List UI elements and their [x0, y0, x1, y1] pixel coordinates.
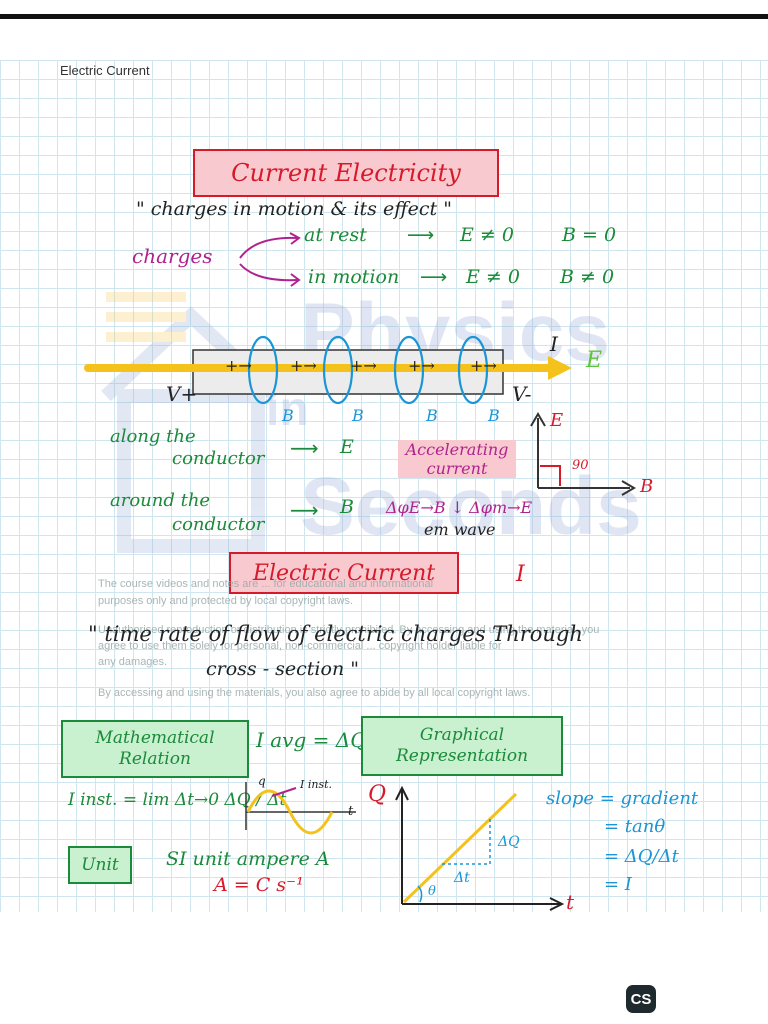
around-line1: around the	[110, 490, 211, 511]
mini-t-label: t	[348, 804, 354, 819]
b-label-1: B	[282, 406, 294, 425]
charge-3: +→	[350, 356, 377, 375]
disclaimer-line3: Unauthorised reproduction or distributio…	[98, 624, 600, 636]
unit-equation: A = C s⁻¹	[214, 874, 304, 896]
along-line1: along the	[110, 426, 196, 447]
slope-line-3: = ΔQ/Δt	[604, 846, 679, 867]
field-E-label: E	[586, 348, 603, 373]
in-motion-label: in motion	[308, 266, 400, 288]
b-label-3: B	[426, 406, 438, 425]
graph-t-label: t	[566, 890, 575, 912]
slope-line-1: slope = gradient	[546, 788, 699, 809]
disclaimer-line4: agree to use them solely for personal, n…	[98, 640, 502, 652]
camscanner-badge-icon: CS	[626, 985, 656, 1013]
graph-dQ-label: ΔQ	[498, 834, 520, 850]
section-title-electric-current: Electric Current	[229, 552, 459, 594]
q-vs-t-graph	[395, 785, 565, 911]
slope-line-2: = tanθ	[604, 816, 666, 837]
page-label: Electric Current	[60, 63, 150, 78]
in-motion-B: B ≠ 0	[560, 266, 615, 288]
math-relation-box: Mathematical Relation	[61, 720, 249, 778]
graph-theta-label: θ	[428, 884, 436, 899]
disclaimer-line6: By accessing and using the materials, yo…	[98, 687, 531, 699]
disclaimer-line2: purposes only and protected by local cop…	[98, 595, 353, 607]
subtitle-quote: " charges in motion & its effect "	[136, 198, 452, 220]
charge-2: +→	[290, 356, 317, 375]
current-I-label: I	[550, 332, 558, 356]
q-t-line	[402, 792, 518, 904]
current-symbol: I	[516, 562, 525, 587]
axis-B-label: B	[640, 476, 654, 497]
charge-4: +→	[408, 356, 435, 375]
around-B: B	[340, 496, 354, 518]
section-title-current-electricity: Current Electricity	[193, 149, 499, 197]
at-rest-arrow-icon: ⟶	[407, 224, 435, 246]
in-motion-E: E ≠ 0	[466, 266, 520, 288]
at-rest-label: at rest	[304, 224, 367, 246]
charges-label: charges	[132, 244, 213, 268]
definition-line1: " time rate of flow of electric charges …	[88, 622, 583, 646]
along-arrow-icon: ⟶	[290, 436, 319, 460]
axis-E-label: E	[550, 410, 564, 431]
disclaimer-line1: The course videos and notes are ... for …	[98, 578, 434, 590]
graph-Q-label: Q	[368, 782, 387, 807]
i-inst-formula: I inst. = lim Δt→0 ΔQ / Δt	[68, 790, 287, 810]
at-rest-B: B = 0	[562, 224, 617, 246]
em-wave-label: em wave	[424, 520, 496, 539]
v-plus-label: V+	[166, 382, 198, 406]
flux-equation: ΔφE→B ↓ Δφm→E	[386, 498, 533, 517]
conductor-diagram	[84, 335, 572, 405]
around-arrow-icon: ⟶	[290, 498, 319, 522]
around-line2: conductor	[172, 514, 265, 535]
v-minus-label: V-	[512, 382, 532, 406]
at-rest-E: E ≠ 0	[460, 224, 514, 246]
in-motion-arrow-icon: ⟶	[420, 266, 448, 288]
branch-arrows-icon	[239, 232, 301, 287]
si-unit-text: SI unit ampere A	[166, 848, 330, 870]
charge-5: +→	[470, 356, 497, 375]
magnetic-field-loops	[247, 335, 489, 405]
accelerating-current-label: Accelerating current	[398, 440, 516, 478]
angle-label: 90	[572, 458, 589, 473]
slope-line-4: = I	[604, 874, 632, 895]
current-arrowhead-icon	[548, 356, 572, 380]
top-border-bar	[0, 14, 768, 19]
along-line2: conductor	[172, 448, 265, 469]
unit-box: Unit	[68, 846, 132, 884]
graphical-representation-box: Graphical Representation	[361, 716, 563, 776]
definition-line2: cross - section "	[206, 658, 359, 680]
notes-page: Physics in Seconds Electric Current Curr…	[0, 60, 768, 912]
charge-1: +→	[225, 356, 252, 375]
e-b-axes-diagram	[530, 412, 636, 496]
mini-inst-label: I inst.	[300, 778, 333, 791]
disclaimer-line5: any damages.	[98, 656, 168, 668]
mini-q-t-graph	[245, 782, 356, 835]
b-label-2: B	[352, 406, 364, 425]
graph-dt-label: Δt	[454, 870, 470, 886]
b-label-4: B	[488, 406, 500, 425]
along-E: E	[340, 436, 354, 458]
mini-q-label: q	[258, 774, 266, 788]
